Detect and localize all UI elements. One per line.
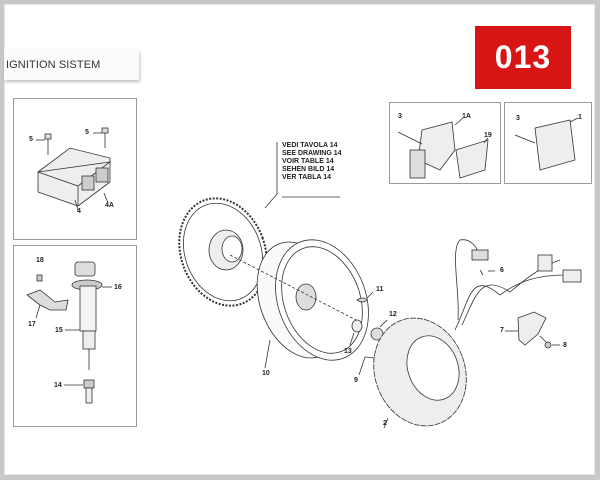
callout-5a: 5	[29, 136, 33, 143]
flywheel-rotor-icon	[229, 239, 369, 369]
callout-12: 12	[389, 311, 397, 318]
stator-icon	[373, 317, 467, 429]
section-title-tab: IGNITION SISTEM	[4, 50, 139, 80]
regulator-b-icon	[514, 117, 579, 171]
callout-2: 2	[383, 420, 387, 427]
see-drawing-note: VEDI TAVOLA 14 SEE DRAWING 14 VOIR TABLE…	[282, 142, 342, 182]
callout-13: 13	[344, 348, 352, 355]
regulator-a-icon	[397, 117, 489, 179]
table-number-badge: 013	[475, 26, 571, 89]
callout-10: 10	[262, 370, 270, 377]
callout-1a: 1A	[462, 113, 471, 120]
callout-5b: 5	[85, 129, 89, 136]
callout-16: 16	[114, 284, 122, 291]
ignition-coil-detail-box	[13, 245, 137, 427]
callout-18: 18	[36, 257, 44, 264]
note-line: SEHEN BILD 14	[282, 166, 335, 173]
callout-4: 4	[77, 208, 81, 215]
callout-15: 15	[55, 327, 63, 334]
note-line: VOIR TABLE 14	[282, 158, 334, 165]
ignition-coil-icon	[26, 261, 112, 404]
callout-7: 7	[500, 327, 504, 334]
callout-4a: 4A	[105, 202, 114, 209]
callout-14: 14	[54, 382, 62, 389]
ecu-unit-icon	[36, 127, 112, 211]
callout-8: 8	[563, 342, 567, 349]
callout-17: 17	[28, 321, 36, 328]
note-line: VER TABLA 14	[282, 174, 332, 181]
note-line: VEDI TAVOLA 14	[282, 142, 338, 149]
note-line: SEE DRAWING 14	[282, 150, 342, 157]
callout-19: 19	[484, 132, 492, 139]
section-title: IGNITION SISTEM	[6, 59, 101, 71]
callout-1: 1	[578, 114, 582, 121]
callout-3a: 3	[398, 113, 402, 120]
callout-11: 11	[376, 286, 384, 293]
callout-3b: 3	[516, 115, 520, 122]
callout-6: 6	[500, 267, 504, 274]
callout-9: 9	[354, 377, 358, 384]
starter-gear-icon	[178, 197, 268, 307]
